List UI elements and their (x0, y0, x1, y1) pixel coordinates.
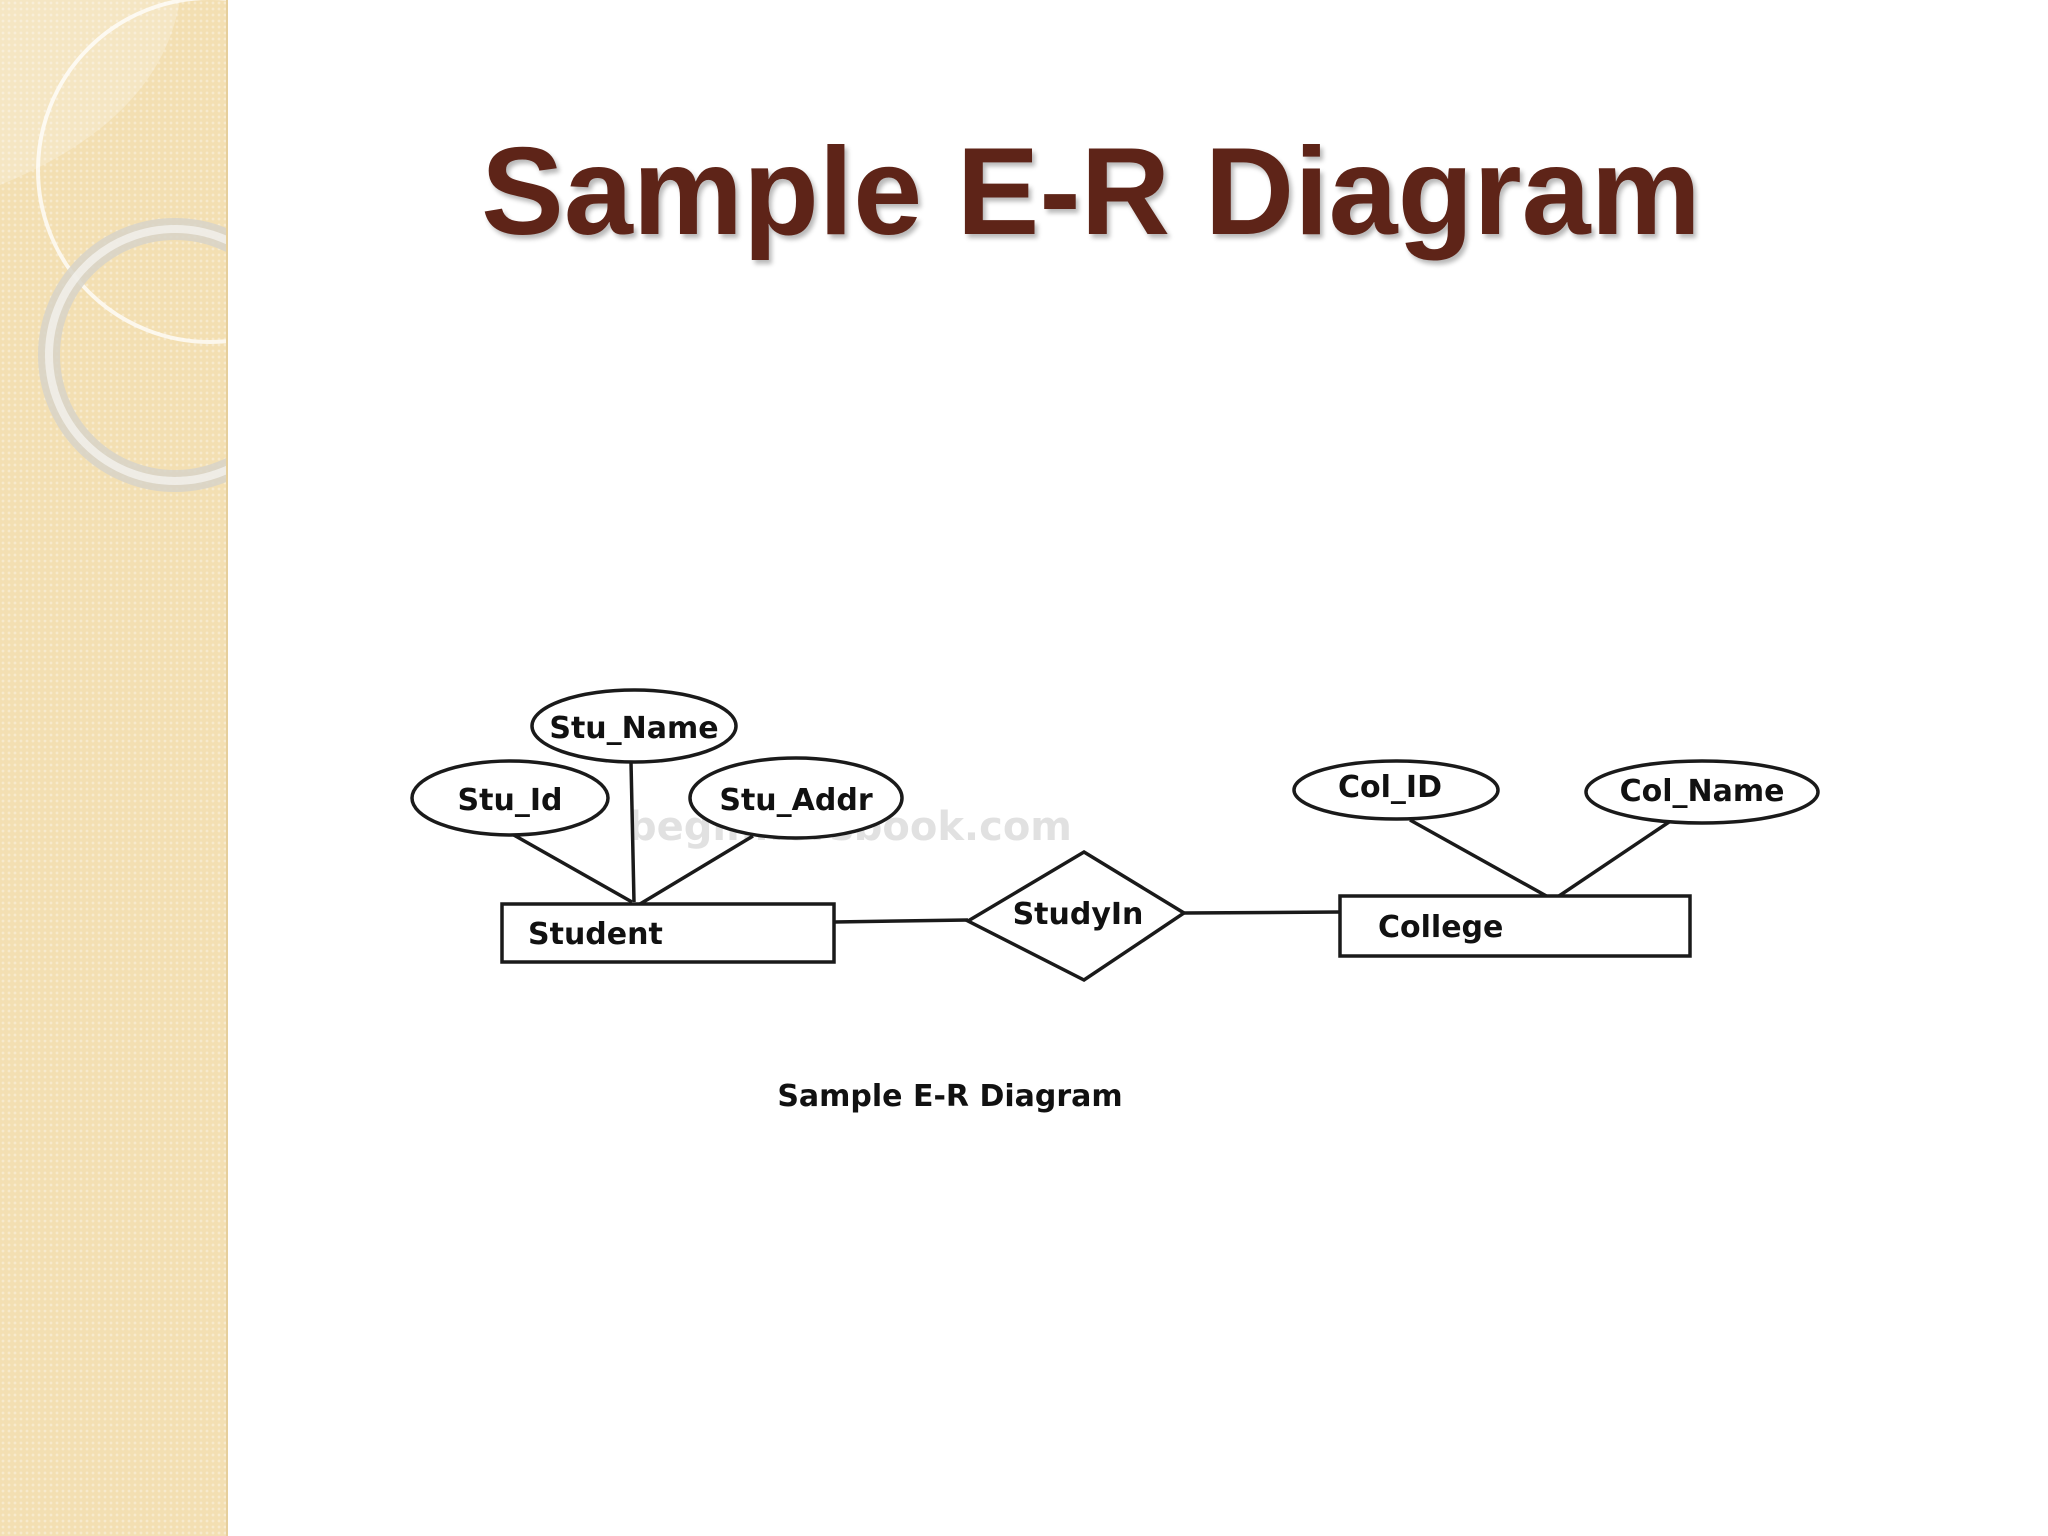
attribute-ellipse-stu-id (410, 759, 610, 837)
er-diagram-svg: beginnersbook.com (410, 688, 1820, 1114)
attribute-label-col-id: Col_ID (1338, 770, 1442, 805)
connector-col-name-college (1555, 818, 1673, 900)
diagram-caption: Sample E-R Diagram (777, 1079, 1122, 1114)
slide-title: Sample E-R Diagram (481, 123, 1701, 261)
attribute-label-stu-name: Stu_Name (549, 711, 718, 746)
entity-box-college (1338, 894, 1692, 958)
relationship-diamond-studyin (964, 849, 1188, 983)
entity-label-student: Student (528, 917, 663, 952)
connector-stu-name-student (629, 761, 636, 903)
er-diagram: beginnersbook.com (400, 670, 1820, 1130)
decorative-rings (0, 0, 226, 492)
relationship-label-studyin: StudyIn (1013, 897, 1144, 932)
attribute-ellipse-col-name (1584, 759, 1820, 825)
connector-stu-id-student (511, 832, 633, 904)
attribute-label-stu-addr: Stu_Addr (719, 783, 872, 818)
attribute-ellipse-col-id (1292, 759, 1500, 821)
attribute-label-col-name: Col_Name (1620, 774, 1785, 809)
entity-label-college: College (1378, 910, 1503, 945)
connector-studyin-college (1183, 910, 1341, 915)
attribute-ellipse-stu-name (530, 688, 738, 764)
entity-box-student (500, 902, 836, 964)
attribute-ellipse-stu-addr (688, 756, 904, 840)
attribute-label-stu-id: Stu_Id (458, 783, 563, 818)
connector-stu-addr-student (639, 834, 754, 906)
decorative-sidebar (0, 0, 228, 1536)
connector-student-studyin (833, 918, 969, 924)
connector-col-id-college (1409, 818, 1551, 900)
